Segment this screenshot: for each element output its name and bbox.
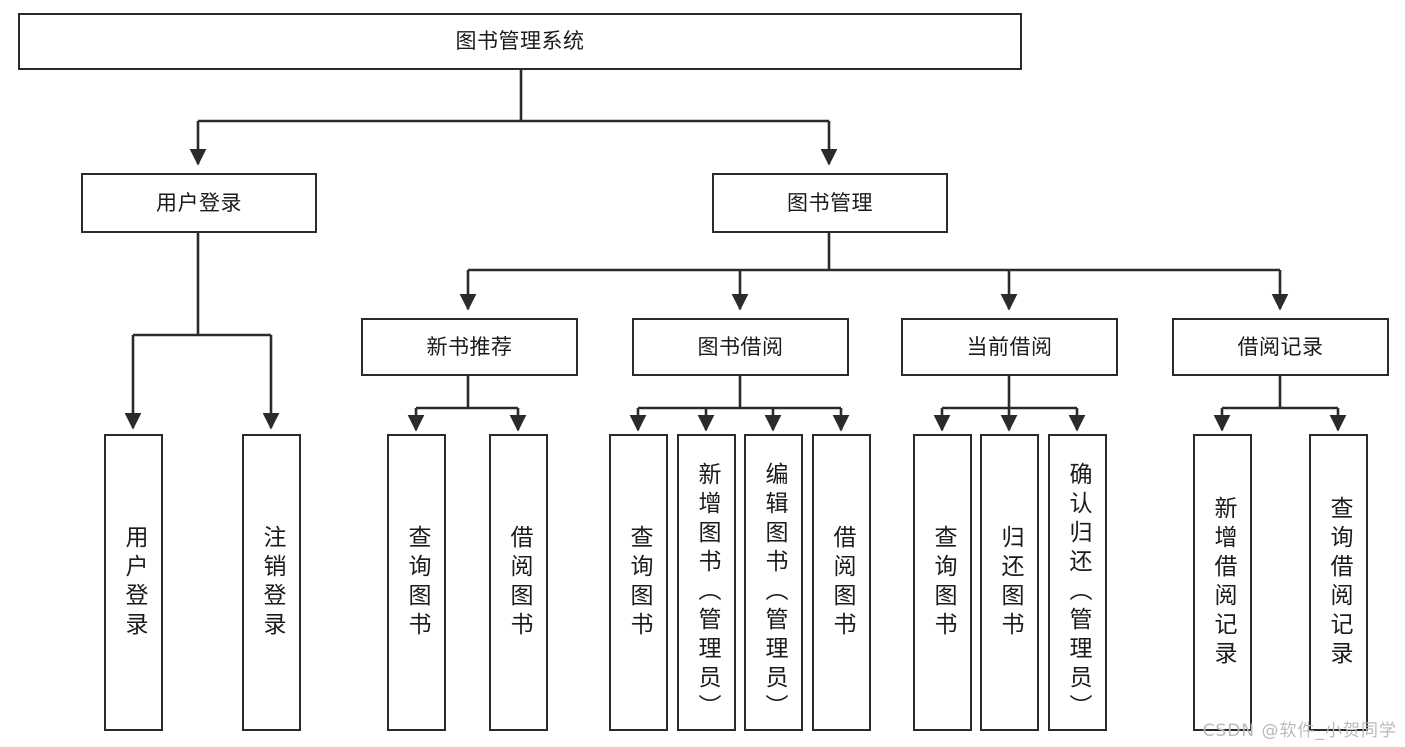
node-leaf-add-book-label: 新增图书（管理员） bbox=[694, 462, 720, 723]
node-book-borrow-label: 图书借阅 bbox=[697, 334, 784, 359]
node-borrow-record[interactable]: 借阅记录 bbox=[1172, 318, 1389, 376]
node-root[interactable]: 图书管理系统 bbox=[18, 13, 1022, 70]
node-leaf-add-book[interactable]: 新增图书（管理员） bbox=[677, 434, 736, 731]
node-leaf-query-record-label: 查询借阅记录 bbox=[1326, 495, 1352, 670]
node-leaf-user-login[interactable]: 用户登录 bbox=[104, 434, 163, 731]
node-book-borrow[interactable]: 图书借阅 bbox=[632, 318, 849, 376]
node-leaf-query-book-2-label: 查询图书 bbox=[626, 524, 652, 641]
node-book-manage-label: 图书管理 bbox=[787, 190, 873, 215]
node-leaf-logout-label: 注销登录 bbox=[259, 524, 285, 641]
node-borrow-record-label: 借阅记录 bbox=[1237, 334, 1324, 359]
node-user-login[interactable]: 用户登录 bbox=[81, 173, 317, 233]
node-leaf-borrow-book-1[interactable]: 借阅图书 bbox=[489, 434, 548, 731]
node-leaf-query-book-3-label: 查询图书 bbox=[930, 524, 956, 641]
node-leaf-borrow-book-1-label: 借阅图书 bbox=[506, 524, 532, 641]
node-leaf-query-book-1-label: 查询图书 bbox=[404, 524, 430, 641]
node-book-manage[interactable]: 图书管理 bbox=[712, 173, 948, 233]
watermark-text: CSDN @软件_小贺同学 bbox=[1202, 721, 1397, 741]
node-leaf-query-record[interactable]: 查询借阅记录 bbox=[1309, 434, 1368, 731]
node-leaf-confirm-return[interactable]: 确认归还（管理员） bbox=[1048, 434, 1107, 731]
node-leaf-edit-book[interactable]: 编辑图书（管理员） bbox=[744, 434, 803, 731]
node-current-borrow-label: 当前借阅 bbox=[966, 334, 1053, 359]
node-new-book-recommend[interactable]: 新书推荐 bbox=[361, 318, 578, 376]
node-leaf-add-record-label: 新增借阅记录 bbox=[1210, 495, 1236, 670]
node-user-login-label: 用户登录 bbox=[156, 190, 242, 215]
node-current-borrow[interactable]: 当前借阅 bbox=[901, 318, 1118, 376]
node-leaf-borrow-book-2-label: 借阅图书 bbox=[829, 524, 855, 641]
node-root-label: 图书管理系统 bbox=[455, 29, 585, 54]
node-leaf-edit-book-label: 编辑图书（管理员） bbox=[761, 462, 787, 723]
node-leaf-return-book[interactable]: 归还图书 bbox=[980, 434, 1039, 731]
node-leaf-confirm-return-label: 确认归还（管理员） bbox=[1065, 462, 1091, 723]
node-leaf-borrow-book-2[interactable]: 借阅图书 bbox=[812, 434, 871, 731]
node-leaf-user-login-label: 用户登录 bbox=[121, 524, 147, 641]
node-leaf-logout[interactable]: 注销登录 bbox=[242, 434, 301, 731]
node-leaf-query-book-1[interactable]: 查询图书 bbox=[387, 434, 446, 731]
node-new-book-recommend-label: 新书推荐 bbox=[426, 334, 513, 359]
node-leaf-add-record[interactable]: 新增借阅记录 bbox=[1193, 434, 1252, 731]
node-leaf-return-book-label: 归还图书 bbox=[997, 524, 1023, 641]
node-leaf-query-book-3[interactable]: 查询图书 bbox=[913, 434, 972, 731]
node-leaf-query-book-2[interactable]: 查询图书 bbox=[609, 434, 668, 731]
